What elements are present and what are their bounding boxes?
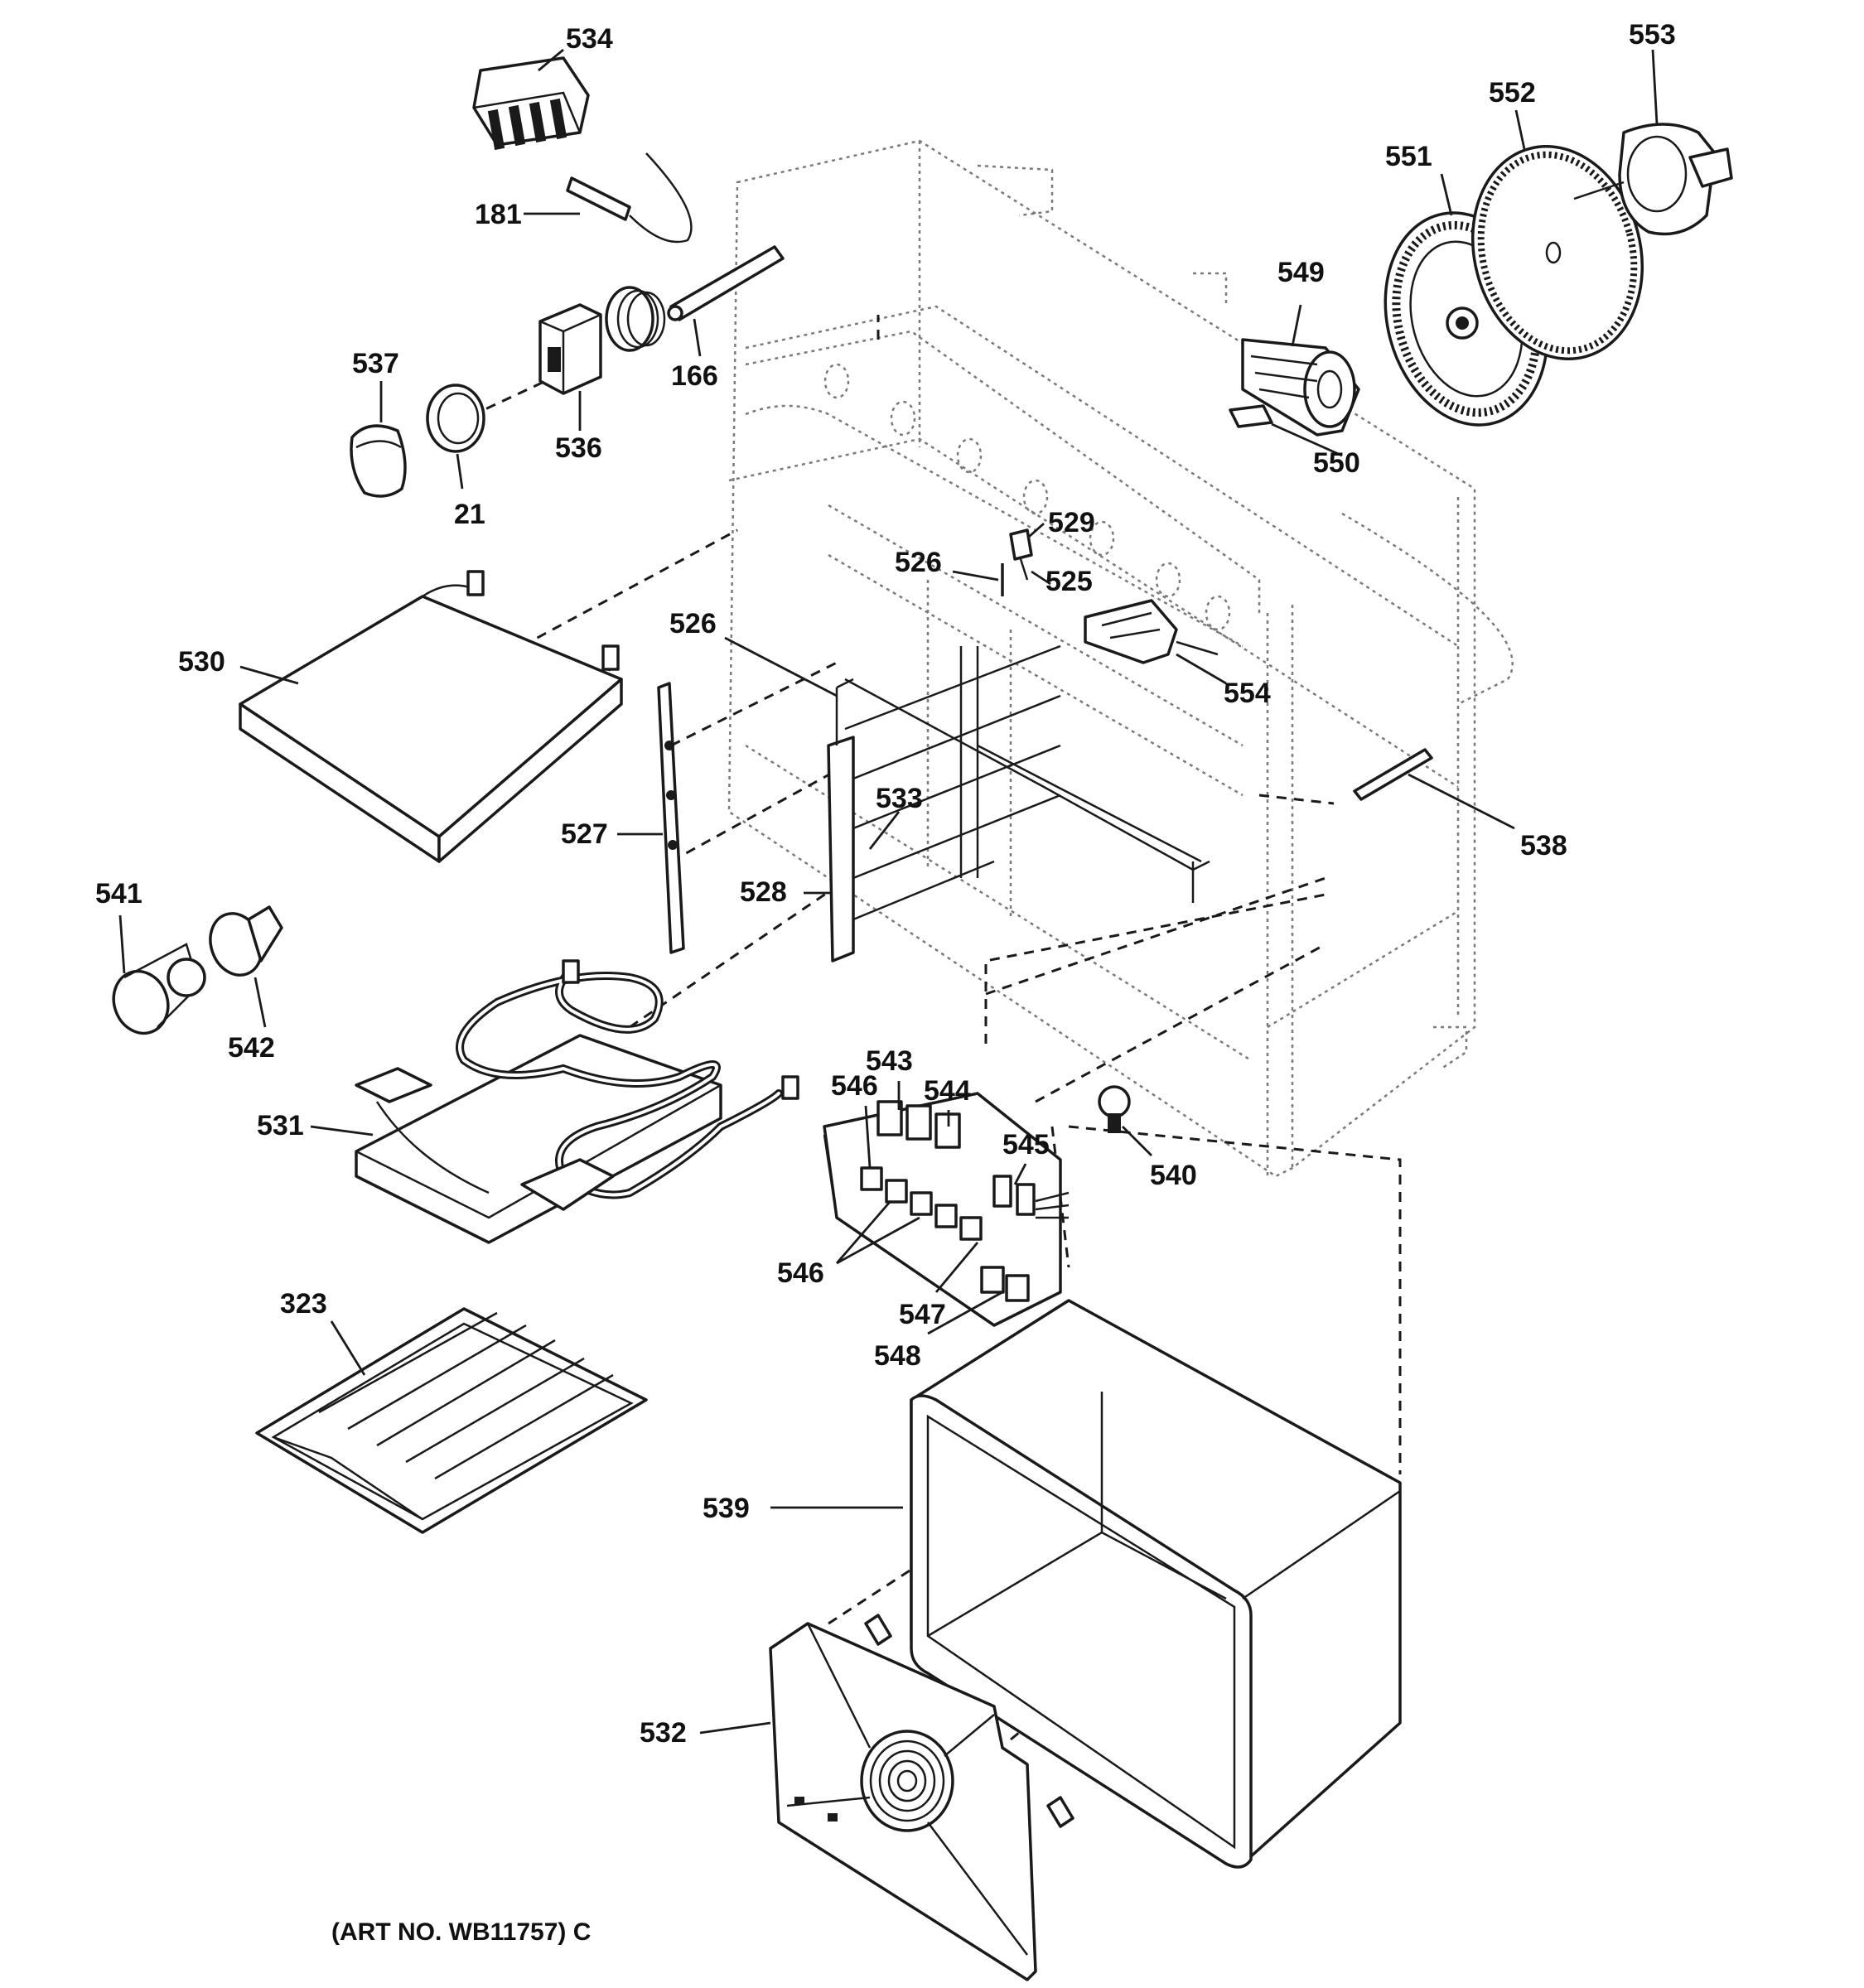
- label-525: 525: [1045, 566, 1093, 597]
- label-166: 166: [671, 360, 718, 392]
- label-323: 323: [280, 1288, 327, 1320]
- label-549: 549: [1277, 257, 1325, 288]
- part-539-oven-liner: [910, 1299, 1402, 1869]
- part-554-latch: [1084, 599, 1219, 664]
- label-532: 532: [640, 1717, 687, 1749]
- part-528-rack-frame: [827, 644, 1210, 963]
- part-529-switch: [1009, 528, 1033, 581]
- part-550-bracket: [1229, 404, 1273, 428]
- part-542-bulb-socket: [167, 905, 283, 997]
- part-538-rod: [1353, 748, 1433, 801]
- part-534-terminal-block: [472, 56, 590, 151]
- part-530-top-plate: [239, 570, 623, 863]
- part-531-bake-element: [355, 959, 799, 1244]
- label-547: 547: [899, 1299, 946, 1330]
- part-552-fan-blade: [1470, 145, 1644, 360]
- part-166-probe-rod: [667, 245, 785, 321]
- art-number-caption: (ART NO. WB11757) C: [331, 1918, 591, 1946]
- label-543: 543: [866, 1045, 913, 1077]
- label-553: 553: [1629, 19, 1676, 51]
- label-552: 552: [1489, 77, 1536, 109]
- label-536: 536: [555, 432, 602, 464]
- label-534: 534: [566, 23, 613, 55]
- label-545: 545: [1002, 1129, 1050, 1160]
- label-533: 533: [876, 783, 923, 814]
- label-546b: 546: [777, 1257, 824, 1289]
- label-550: 550: [1313, 447, 1360, 479]
- label-21: 21: [454, 499, 485, 530]
- label-548: 548: [874, 1340, 921, 1372]
- label-537: 537: [352, 348, 399, 379]
- label-541: 541: [95, 878, 142, 910]
- label-526b: 526: [669, 608, 717, 639]
- label-181: 181: [475, 199, 522, 230]
- part-labels: 534 181 537 21 536 166 549 550 551 552 5…: [95, 19, 1676, 1749]
- part-21-ring: [426, 384, 485, 453]
- label-554: 554: [1224, 678, 1271, 709]
- label-531: 531: [257, 1110, 304, 1141]
- part-181-sensor: [566, 152, 693, 244]
- label-551: 551: [1385, 141, 1432, 172]
- part-536-socket: [538, 286, 666, 395]
- part-549-fan-motor: [1241, 338, 1360, 437]
- label-528: 528: [740, 876, 787, 908]
- label-538: 538: [1520, 830, 1567, 861]
- label-530: 530: [178, 646, 225, 678]
- label-539: 539: [703, 1493, 750, 1524]
- label-540: 540: [1150, 1160, 1197, 1191]
- part-527-rack-slide: [657, 682, 685, 954]
- label-542: 542: [228, 1032, 275, 1064]
- label-529: 529: [1048, 507, 1095, 538]
- part-532-rear-panel: [769, 1614, 1074, 1981]
- part-537-knob: [350, 424, 407, 498]
- label-546a: 546: [831, 1070, 878, 1102]
- part-control-board-assembly: [823, 1092, 1070, 1327]
- part-323-broil-rack: [255, 1307, 648, 1534]
- label-527: 527: [561, 818, 608, 850]
- leader-lines: [118, 48, 1659, 1735]
- part-540-thermostat: [1098, 1085, 1131, 1133]
- label-544: 544: [924, 1075, 971, 1107]
- label-526a: 526: [895, 547, 942, 578]
- part-553-motor: [1573, 123, 1733, 236]
